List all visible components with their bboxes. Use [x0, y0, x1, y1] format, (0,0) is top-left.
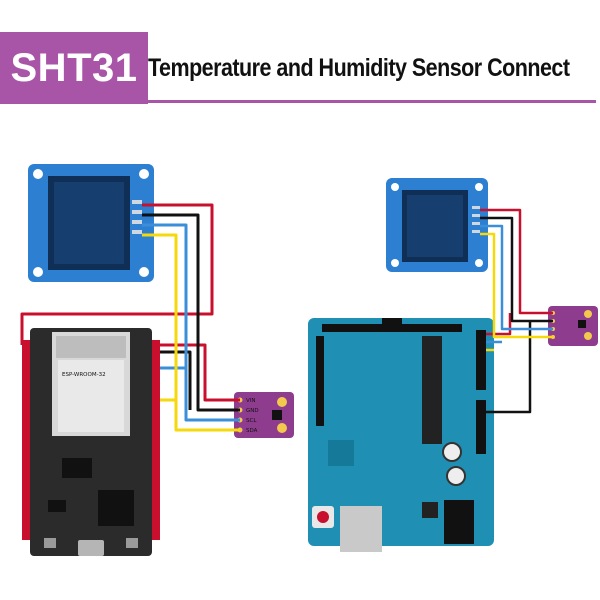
sht31-sensor-left: VIN GND SCL SDA [234, 392, 294, 438]
sensor-pin-scl-left: SCL [246, 418, 257, 424]
arduino-uno-board [308, 318, 494, 552]
wires-right [480, 208, 553, 414]
sensor-pin-gnd-left: GND [246, 408, 259, 414]
sensor-pin-sda-left: SDA [246, 428, 258, 434]
oled-display-left [28, 164, 154, 282]
sensor-name-badge: SHT31 [0, 32, 148, 104]
page-title: Temperature and Humidity Sensor Connect [148, 54, 570, 82]
esp32-board: ESP-WROOM-32 [22, 328, 160, 556]
banner-underline [148, 100, 596, 103]
wires-left [20, 203, 240, 432]
title-banner: SHT31 Temperature and Humidity Sensor Co… [0, 32, 600, 104]
oled-display-right [386, 178, 488, 272]
sht31-sensor-right [548, 306, 598, 346]
sensor-pin-vin-left: VIN [246, 398, 256, 404]
esp-module-label: ESP-WROOM-32 [62, 372, 106, 378]
